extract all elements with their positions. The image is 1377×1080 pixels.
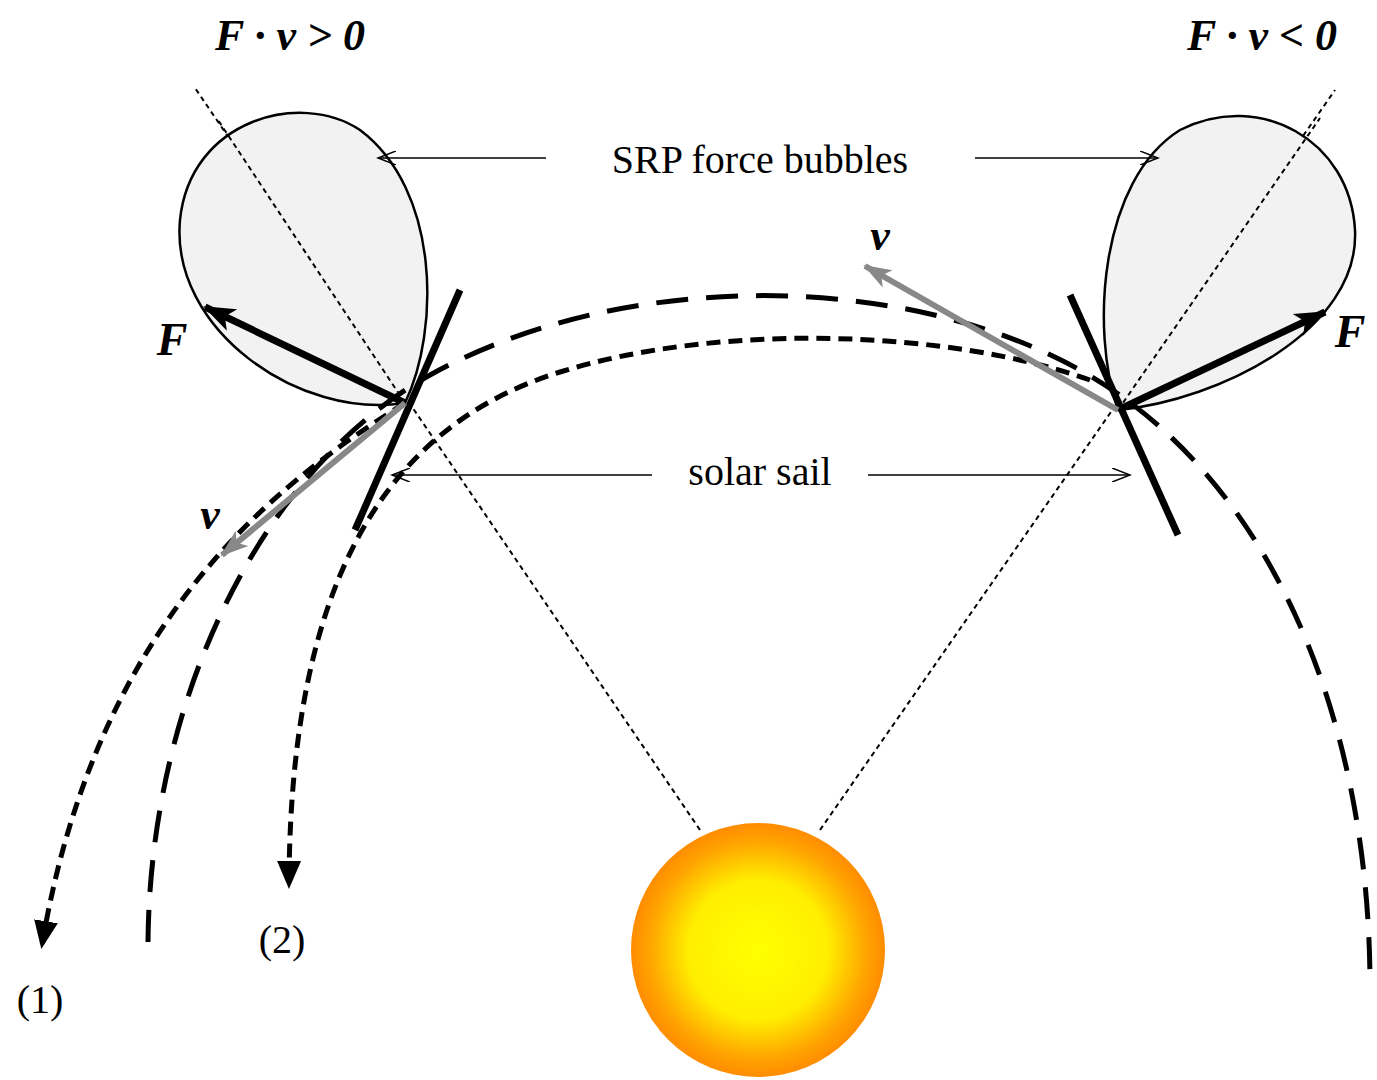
leader-arrow: [378, 157, 546, 159]
condition-label: F · v > 0: [211, 12, 369, 60]
condition-label: F · v < 0: [1183, 12, 1341, 60]
sun-line: [195, 88, 700, 830]
velocity-vector: [865, 266, 1118, 410]
leader-arrow: [975, 157, 1158, 159]
force-bubble: [179, 113, 427, 405]
solar-sail: [1070, 295, 1178, 535]
trajectory-number: (1): [13, 978, 68, 1022]
vector-label: F: [153, 315, 192, 366]
callout-label: solar sail: [684, 450, 835, 494]
sun: [631, 823, 885, 1077]
sun-line: [1118, 118, 1320, 410]
force-bubble: [1104, 116, 1355, 410]
trajectory: [289, 338, 1090, 885]
vector-label: v: [866, 212, 894, 260]
callout-label: SRP force bubbles: [608, 138, 912, 182]
solar-sail: [355, 290, 460, 530]
leader-arrow: [392, 474, 652, 476]
trajectory: [42, 403, 405, 945]
force-vector: [205, 307, 405, 403]
force-vector: [1118, 312, 1325, 410]
trajectory-number: (2): [255, 918, 310, 962]
velocity-vector: [222, 403, 405, 555]
vector-label: v: [196, 491, 224, 539]
leader-arrow: [868, 474, 1130, 476]
vector-label: F: [1331, 307, 1370, 358]
